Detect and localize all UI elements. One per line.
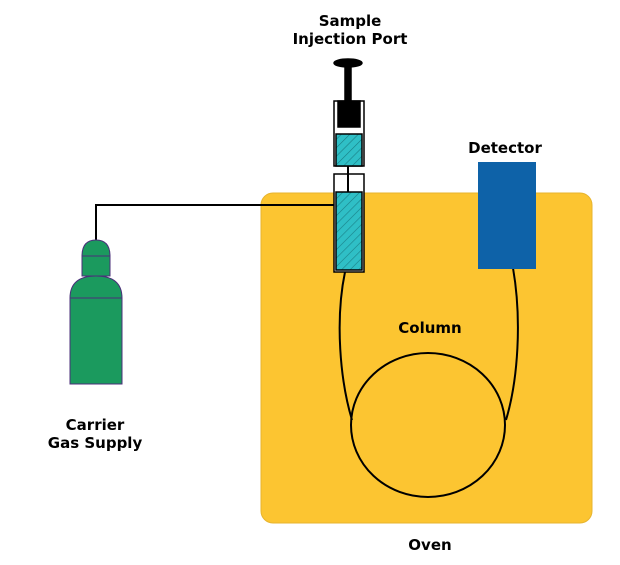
carrier-gas-label-line2: Gas Supply xyxy=(47,434,143,452)
carrier-gas-label: Carrier Gas Supply xyxy=(30,416,160,452)
carrier-gas-line xyxy=(95,204,335,242)
oven-label: Oven xyxy=(408,536,452,554)
oven-box xyxy=(260,192,593,524)
detector-label: Detector xyxy=(468,139,542,157)
carrier-gas-label-line1: Carrier xyxy=(65,416,125,434)
injection-port-label-line2: Injection Port xyxy=(292,30,408,48)
syringe xyxy=(333,58,365,176)
injection-port-label-line1: Sample xyxy=(318,12,382,30)
detector-box xyxy=(478,162,536,269)
gas-cylinder xyxy=(69,239,123,385)
injection-port xyxy=(333,173,365,273)
injection-port-label: Sample Injection Port xyxy=(270,12,430,48)
column-tubing xyxy=(338,267,519,498)
column-label: Column xyxy=(398,319,462,337)
